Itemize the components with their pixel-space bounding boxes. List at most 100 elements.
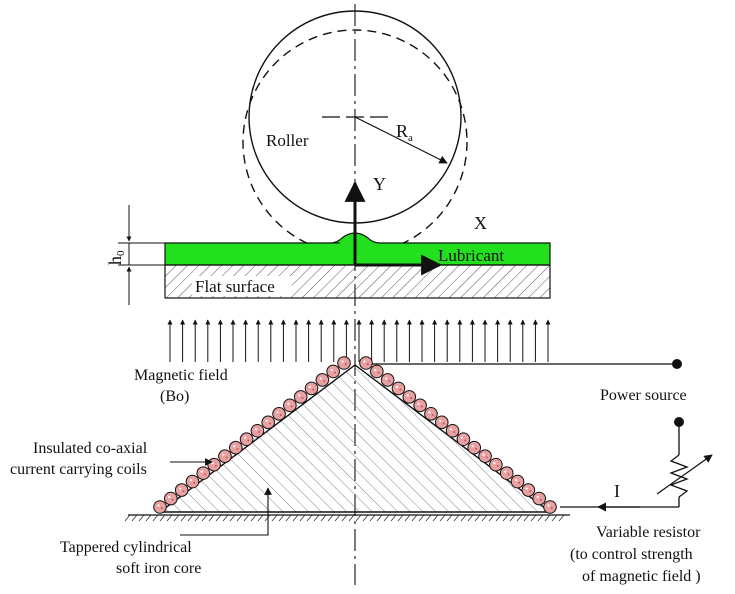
coils-label-line1: Insulated co-axial: [33, 440, 148, 457]
power-circuit: [372, 359, 713, 512]
ground-tick: [523, 514, 530, 522]
ground-tick: [271, 514, 278, 522]
coil-turn: [315, 373, 330, 387]
resistor-label-line1: Variable resistor: [596, 524, 701, 541]
ground-tick: [180, 514, 187, 522]
film-thickness-label: h0: [105, 250, 127, 265]
radius-label: Ra: [396, 121, 413, 144]
coil-turn: [239, 432, 254, 447]
ground-tick: [467, 514, 474, 522]
ground-tick: [516, 514, 523, 522]
coil-turn: [510, 474, 525, 489]
x-axis-label: X: [474, 213, 487, 233]
ground-tick: [187, 514, 194, 522]
core-label-line1: Tappered cylindrical: [60, 539, 192, 556]
roller-deformed-outline: [242, 29, 468, 255]
ground-tick: [530, 514, 537, 522]
ground-tick: [313, 514, 320, 522]
ground-tick: [460, 514, 467, 522]
ground-tick: [362, 514, 369, 522]
ground-tick: [327, 514, 334, 522]
ground-tick: [229, 514, 236, 522]
coil-turn: [250, 423, 265, 438]
magnetic-field-sub-label: (Bo): [160, 388, 189, 405]
resistor-adjust-arrow: [656, 454, 713, 495]
ground-tick: [411, 514, 418, 522]
ground-tick: [159, 514, 166, 522]
lubricant-label: Lubricant: [438, 246, 504, 265]
coil-turn: [196, 466, 211, 480]
ground-tick: [173, 514, 180, 522]
ground-tick: [446, 514, 453, 522]
ground-tick: [166, 514, 173, 522]
ground-tick: [481, 514, 488, 522]
film-thickness-dimension: [118, 205, 340, 305]
coil-turn: [380, 373, 395, 387]
lubricant-layer: [164, 232, 551, 266]
magnetic-field-arrows: [167, 319, 551, 362]
ground-tick: [292, 514, 299, 522]
ground-tick: [383, 514, 390, 522]
ground-tick: [250, 514, 257, 522]
magnetic-field-label: Magnetic field: [134, 367, 228, 384]
ground-tick: [488, 514, 495, 522]
coil-turn: [467, 440, 482, 455]
ground-tick: [495, 514, 502, 522]
coil-turn: [499, 466, 514, 480]
ground-tick: [348, 514, 355, 522]
ground-tick: [124, 514, 131, 522]
ground-tick: [502, 514, 509, 522]
ground-tick: [334, 514, 341, 522]
resistor-label-line2: (to control strength: [570, 546, 693, 563]
variable-resistor: [669, 454, 689, 498]
coil-turn: [261, 415, 276, 430]
ground-tick: [425, 514, 432, 522]
ground-tick: [243, 514, 250, 522]
ground-tick: [551, 514, 558, 522]
ground-tick: [257, 514, 264, 522]
ground-tick: [439, 514, 446, 522]
ground-tick: [537, 514, 544, 522]
ground-tick: [474, 514, 481, 522]
coil-turn: [283, 398, 297, 413]
coil-turn: [532, 491, 546, 506]
core-leader: [180, 487, 272, 536]
coil-turn: [370, 364, 384, 379]
coils-label-line2: current carrying coils: [10, 461, 147, 478]
current-label: I: [614, 481, 620, 501]
coils: [153, 356, 557, 514]
resistor-label-line3: of magnetic field ): [582, 568, 701, 585]
coil-turn: [185, 474, 200, 489]
ground-tick: [376, 514, 383, 522]
coil-turn: [489, 457, 503, 472]
power-terminal-top: [672, 359, 682, 369]
ground-tick: [215, 514, 222, 522]
coil-turn: [359, 356, 373, 370]
flat-surface-label: Flat surface: [195, 277, 275, 296]
coil-turn: [413, 398, 427, 413]
ground-tick: [208, 514, 215, 522]
ground-hatch: [124, 514, 565, 522]
ground-tick: [299, 514, 306, 522]
ground-tick: [432, 514, 439, 522]
ground-tick: [369, 514, 376, 522]
ground-tick: [306, 514, 313, 522]
ground-tick: [222, 514, 229, 522]
radius-arrow: [354, 116, 448, 164]
flat-surface-label-bg: [192, 276, 292, 296]
coil-turn: [164, 491, 178, 506]
ground-tick: [418, 514, 425, 522]
ground-tick: [285, 514, 292, 522]
coil-turn: [304, 381, 319, 396]
coil-turn: [218, 449, 232, 463]
ground-tick: [390, 514, 397, 522]
coil-turn: [445, 423, 460, 438]
ground-tick: [201, 514, 208, 522]
ground-tick: [355, 514, 362, 522]
ground-tick: [544, 514, 551, 522]
coil-turn: [153, 500, 167, 514]
coil-turn: [174, 483, 189, 497]
ground-tick: [341, 514, 348, 522]
coil-turn: [434, 415, 449, 430]
